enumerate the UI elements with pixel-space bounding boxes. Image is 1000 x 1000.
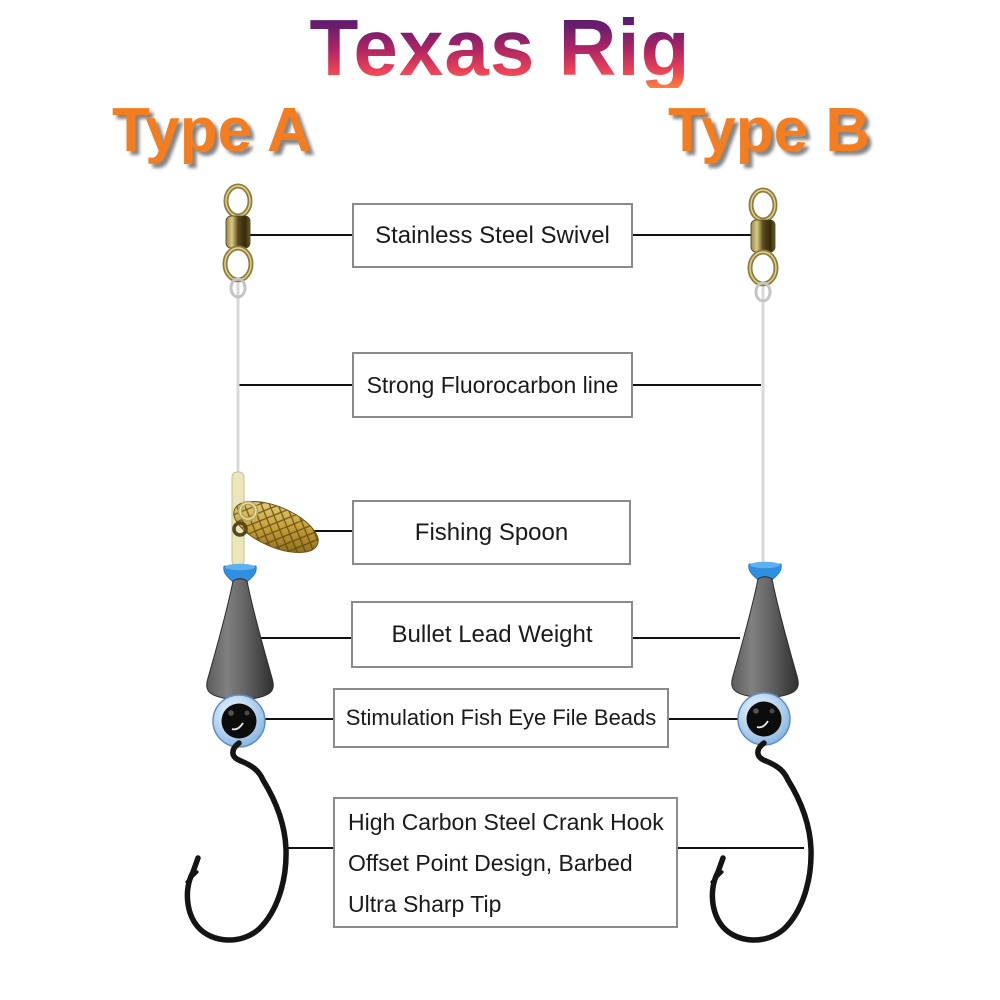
callout-swivel: Stainless Steel Swivel: [352, 203, 633, 268]
callout-hook: High Carbon Steel Crank Hook Offset Poin…: [333, 797, 678, 928]
bullet-weight-and-eye-bead-a: [205, 562, 275, 748]
barrel-swivel-b: [750, 190, 776, 301]
type-a-label: Type A: [112, 96, 312, 165]
callout-swivel-text: Stainless Steel Swivel: [375, 221, 610, 249]
bullet-weight-and-eye-bead-b: [730, 560, 800, 746]
callout-hook-text-line3: Ultra Sharp Tip: [348, 891, 502, 917]
callout-lines: [239, 234, 804, 849]
callout-weight-text: Bullet Lead Weight: [391, 620, 593, 648]
callout-beads-text: Stimulation Fish Eye File Beads: [345, 705, 657, 730]
callout-hook-text-line2: Offset Point Design, Barbed: [348, 850, 633, 876]
callout-fluorocarbon-line: Strong Fluorocarbon line: [352, 352, 633, 418]
crank-hook-a: [187, 743, 286, 940]
callout-spoon-text: Fishing Spoon: [414, 518, 569, 546]
callout-fishing-spoon: Fishing Spoon: [352, 500, 631, 565]
type-b-label: Type B: [668, 96, 871, 165]
callout-fluorocarbon-text: Strong Fluorocarbon line: [366, 371, 619, 398]
callout-bullet-weight: Bullet Lead Weight: [351, 601, 633, 668]
callout-fish-eye-beads: Stimulation Fish Eye File Beads: [333, 688, 669, 748]
fishing-spoon: [232, 500, 319, 553]
crank-hook-b: [712, 743, 811, 940]
page-title: Texas Rig: [0, 8, 1000, 88]
barrel-swivel-a: [225, 186, 251, 297]
callout-hook-text-line1: High Carbon Steel Crank Hook: [348, 809, 664, 835]
